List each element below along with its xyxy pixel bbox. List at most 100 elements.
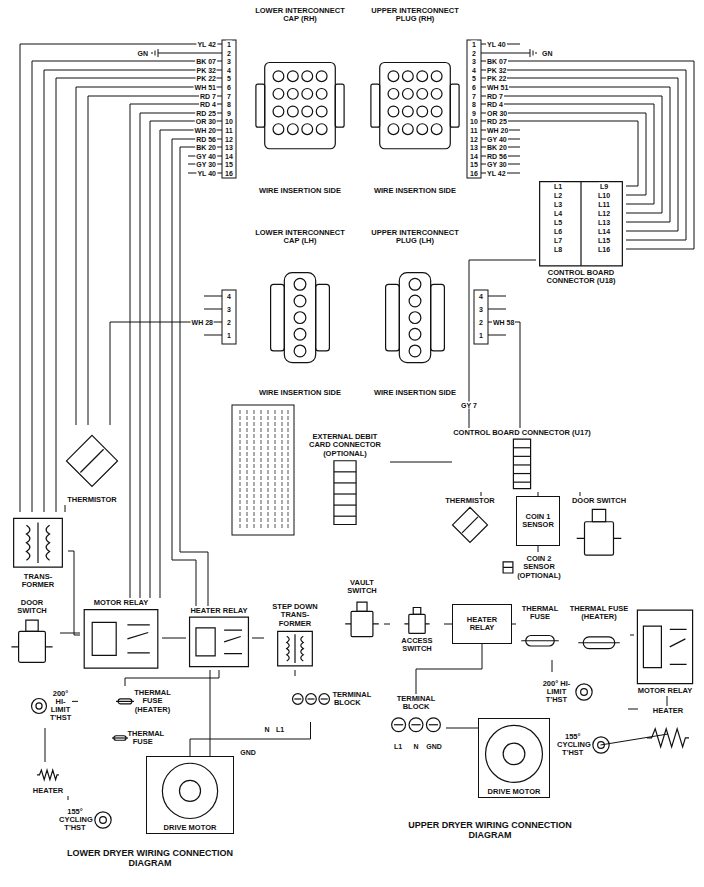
pin-number: 15 [469, 161, 479, 168]
wire [252, 638, 264, 639]
board-connector-symbol [537, 179, 625, 269]
wire-code: PK 22 [196, 75, 217, 82]
terminal-block-symbol [387, 712, 445, 738]
thermal-fuse: THERMAL FUSE (HEATER) [78, 686, 172, 717]
label-group: LOWER INTERCONNECT CAP (LH) [251, 229, 349, 246]
wire-code: OR 30 [486, 110, 508, 117]
label-group: MOTOR RELAY [81, 599, 161, 607]
component-label: TERMINAL BLOCK [387, 695, 445, 712]
component-label: LOWER INTERCONNECT CAP (LH) [251, 229, 349, 246]
symbol [256, 62, 344, 148]
component-label: STEP DOWN TRANS-FORMER [265, 603, 325, 628]
heater-coil-symbol [639, 715, 697, 761]
door-switch-symbol [569, 505, 629, 561]
door-switch-symbol [5, 616, 59, 668]
symbol [576, 684, 592, 700]
wire-code: YL 42 [486, 170, 507, 177]
connector-row [334, 493, 356, 494]
connector-cavity [302, 70, 313, 81]
pin-number: 5 [226, 75, 232, 82]
symbol [540, 182, 623, 266]
wire-code: WH 51 [194, 84, 217, 91]
connector-body [540, 182, 623, 266]
symbol [578, 636, 620, 648]
pin-number: 6 [226, 84, 232, 91]
access-switch-symbol [391, 605, 443, 637]
thermostat-disc [581, 689, 588, 696]
symbol [292, 694, 329, 705]
connector-body [265, 62, 336, 148]
relay-coil [643, 626, 661, 667]
label-group: HEATER RELAY [454, 606, 510, 642]
label-group: WIRE INSERTION SIDE [251, 187, 349, 195]
connector-cavity [287, 123, 298, 134]
symbol [592, 737, 608, 753]
pin-number: 4 [478, 293, 484, 300]
connector-latch [386, 284, 400, 351]
transformer-coil [46, 525, 49, 560]
pin-number: 4 [471, 67, 477, 74]
component-label: DOOR SWITCH [569, 497, 629, 505]
terminal-block: TERMINAL BLOCK [386, 694, 446, 738]
label-group: THERMAL FUSE [517, 605, 563, 622]
pin-number: 10 [469, 118, 479, 125]
pin-number: 1 [226, 332, 232, 339]
wire-code: YL 40 [486, 41, 507, 48]
connector-body [380, 62, 451, 148]
label-group: CONTROL BOARD CONNECTOR (U18) [537, 269, 625, 286]
pin-name: L1 [553, 183, 563, 190]
diagnostic-table [232, 405, 294, 535]
connector-cavity [316, 123, 327, 134]
component-label: WIRE INSERTION SIDE [251, 389, 349, 397]
pin-number: 3 [471, 58, 477, 65]
label-group: UPPER INTERCONNECT PLUG (LH) [366, 229, 464, 246]
interconnect-plug-symbol [366, 246, 464, 389]
wire-code: PK 22 [486, 75, 507, 82]
connector-row [334, 471, 356, 472]
wire-code: YL 40 [196, 170, 217, 177]
wire-harness [110, 260, 536, 428]
label-group: DOOR SWITCH [569, 497, 629, 505]
vault-switch: VAULT SWITCH [340, 578, 384, 644]
connector-latch [450, 84, 459, 127]
thermal-fuse-symbol [116, 687, 134, 716]
wire [190, 722, 311, 756]
label-group: WIRE INSERTION SIDE [366, 187, 464, 195]
component-label: COIN 1 SENSOR [518, 513, 558, 530]
transformer: TRANS-FORMER [8, 512, 68, 590]
transformer-core [294, 634, 295, 663]
label-group [79, 687, 116, 716]
connector-cavity [431, 70, 442, 81]
symbol [392, 717, 441, 731]
label-group: STEP DOWN TRANS-FORMER [265, 603, 325, 628]
wire [580, 492, 581, 496]
connector-cavity [431, 88, 442, 99]
component-label: DRIVE MOTOR [480, 788, 548, 796]
component-label: MOTOR RELAY [635, 687, 695, 695]
connector-cavity [294, 328, 306, 340]
pin-number: 12 [224, 136, 234, 143]
label-group: THERMISTOR [63, 496, 121, 504]
thermistor-mark [80, 449, 103, 472]
pin-number: 11 [469, 127, 478, 134]
connector-latch [431, 284, 445, 351]
component-label: LOWER INTERCONNECT CAP (RH) [251, 7, 349, 24]
heater-element [647, 729, 689, 747]
interconnect-plug-symbol [366, 24, 464, 187]
connector-body [284, 272, 315, 362]
symbol [32, 699, 47, 714]
pin-number: 11 [224, 127, 233, 134]
component-label: THERMAL FUSE (HEATER) [569, 605, 629, 622]
label-group [81, 721, 112, 755]
connector-cavity [388, 88, 399, 99]
component-label: WIRE INSERTION SIDE [366, 187, 464, 195]
component-label: TERMINAL BLOCK [333, 691, 363, 708]
thermistor-body [453, 508, 488, 543]
door-switch: DOOR SWITCH [568, 496, 630, 562]
pin-name: L3 [553, 201, 563, 208]
pin-number: 7 [471, 93, 477, 100]
pin-name: L7 [553, 237, 563, 244]
switch-body [19, 631, 46, 662]
